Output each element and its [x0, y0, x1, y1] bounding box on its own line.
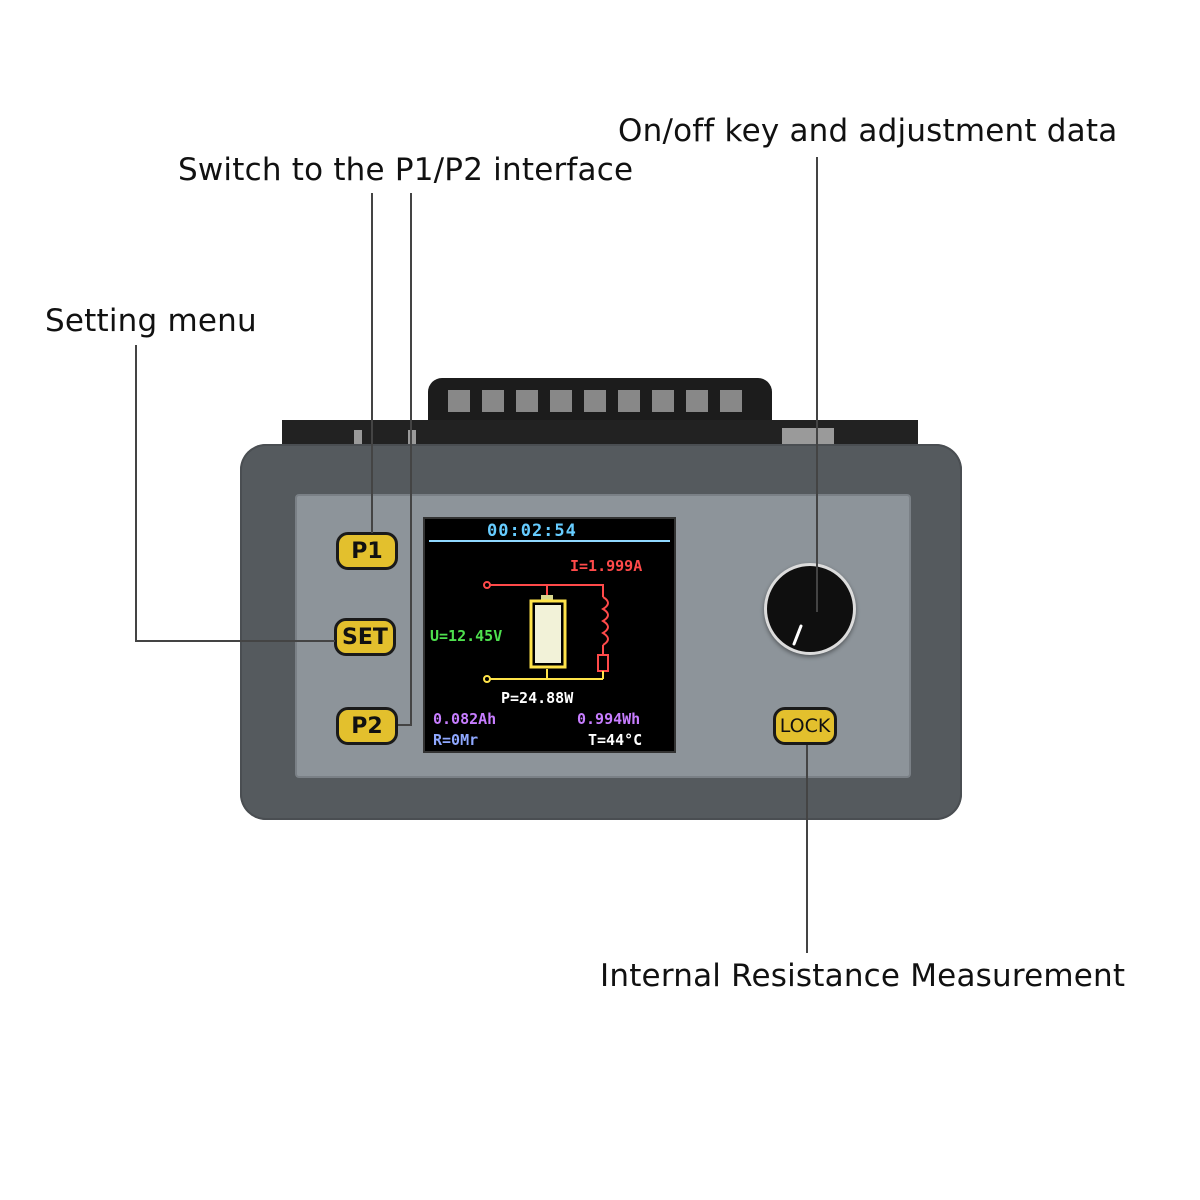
resistor-icon [597, 654, 609, 672]
lcd-power: P=24.88W [501, 689, 574, 707]
lock-button[interactable]: LOCK [773, 707, 837, 745]
leader-line-knob [816, 157, 818, 612]
callout-setting-menu: Setting menu [45, 303, 257, 339]
lcd-voltage: U=12.45V [430, 627, 503, 645]
lcd-display: 00:02:54 I=1.999A U=12.45V P=24.88W 0.08… [423, 517, 676, 753]
knob-indicator [792, 624, 803, 646]
lcd-divider [429, 540, 670, 542]
heatsink [428, 378, 772, 428]
leader-line-setting-horizontal [135, 640, 335, 642]
leader-line-p2-hook [398, 724, 412, 726]
inductor-coil-icon [601, 596, 609, 646]
callout-internal-resistance: Internal Resistance Measurement [600, 958, 1126, 994]
set-button[interactable]: SET [334, 618, 396, 656]
lcd-temperature: T=44°C [588, 731, 643, 749]
lcd-current: I=1.999A [570, 557, 643, 575]
callout-onoff-key: On/off key and adjustment data [618, 113, 1118, 149]
lcd-capacity: 0.082Ah [433, 710, 497, 728]
battery-icon [529, 595, 567, 669]
leader-line-p1 [371, 193, 373, 533]
lcd-energy: 0.994Wh [577, 710, 641, 728]
leader-line-p2 [410, 193, 412, 726]
p2-button[interactable]: P2 [336, 707, 398, 745]
rotary-knob-icon[interactable] [764, 563, 856, 655]
leader-line-setting-vertical [135, 345, 137, 641]
callout-switch-interface: Switch to the P1/P2 interface [178, 152, 634, 188]
lcd-time: 00:02:54 [487, 521, 577, 541]
leader-line-lock [806, 745, 808, 953]
circuit-diagram [483, 581, 609, 683]
p1-button[interactable]: P1 [336, 532, 398, 570]
lcd-resistance: R=0Mr [433, 731, 479, 749]
